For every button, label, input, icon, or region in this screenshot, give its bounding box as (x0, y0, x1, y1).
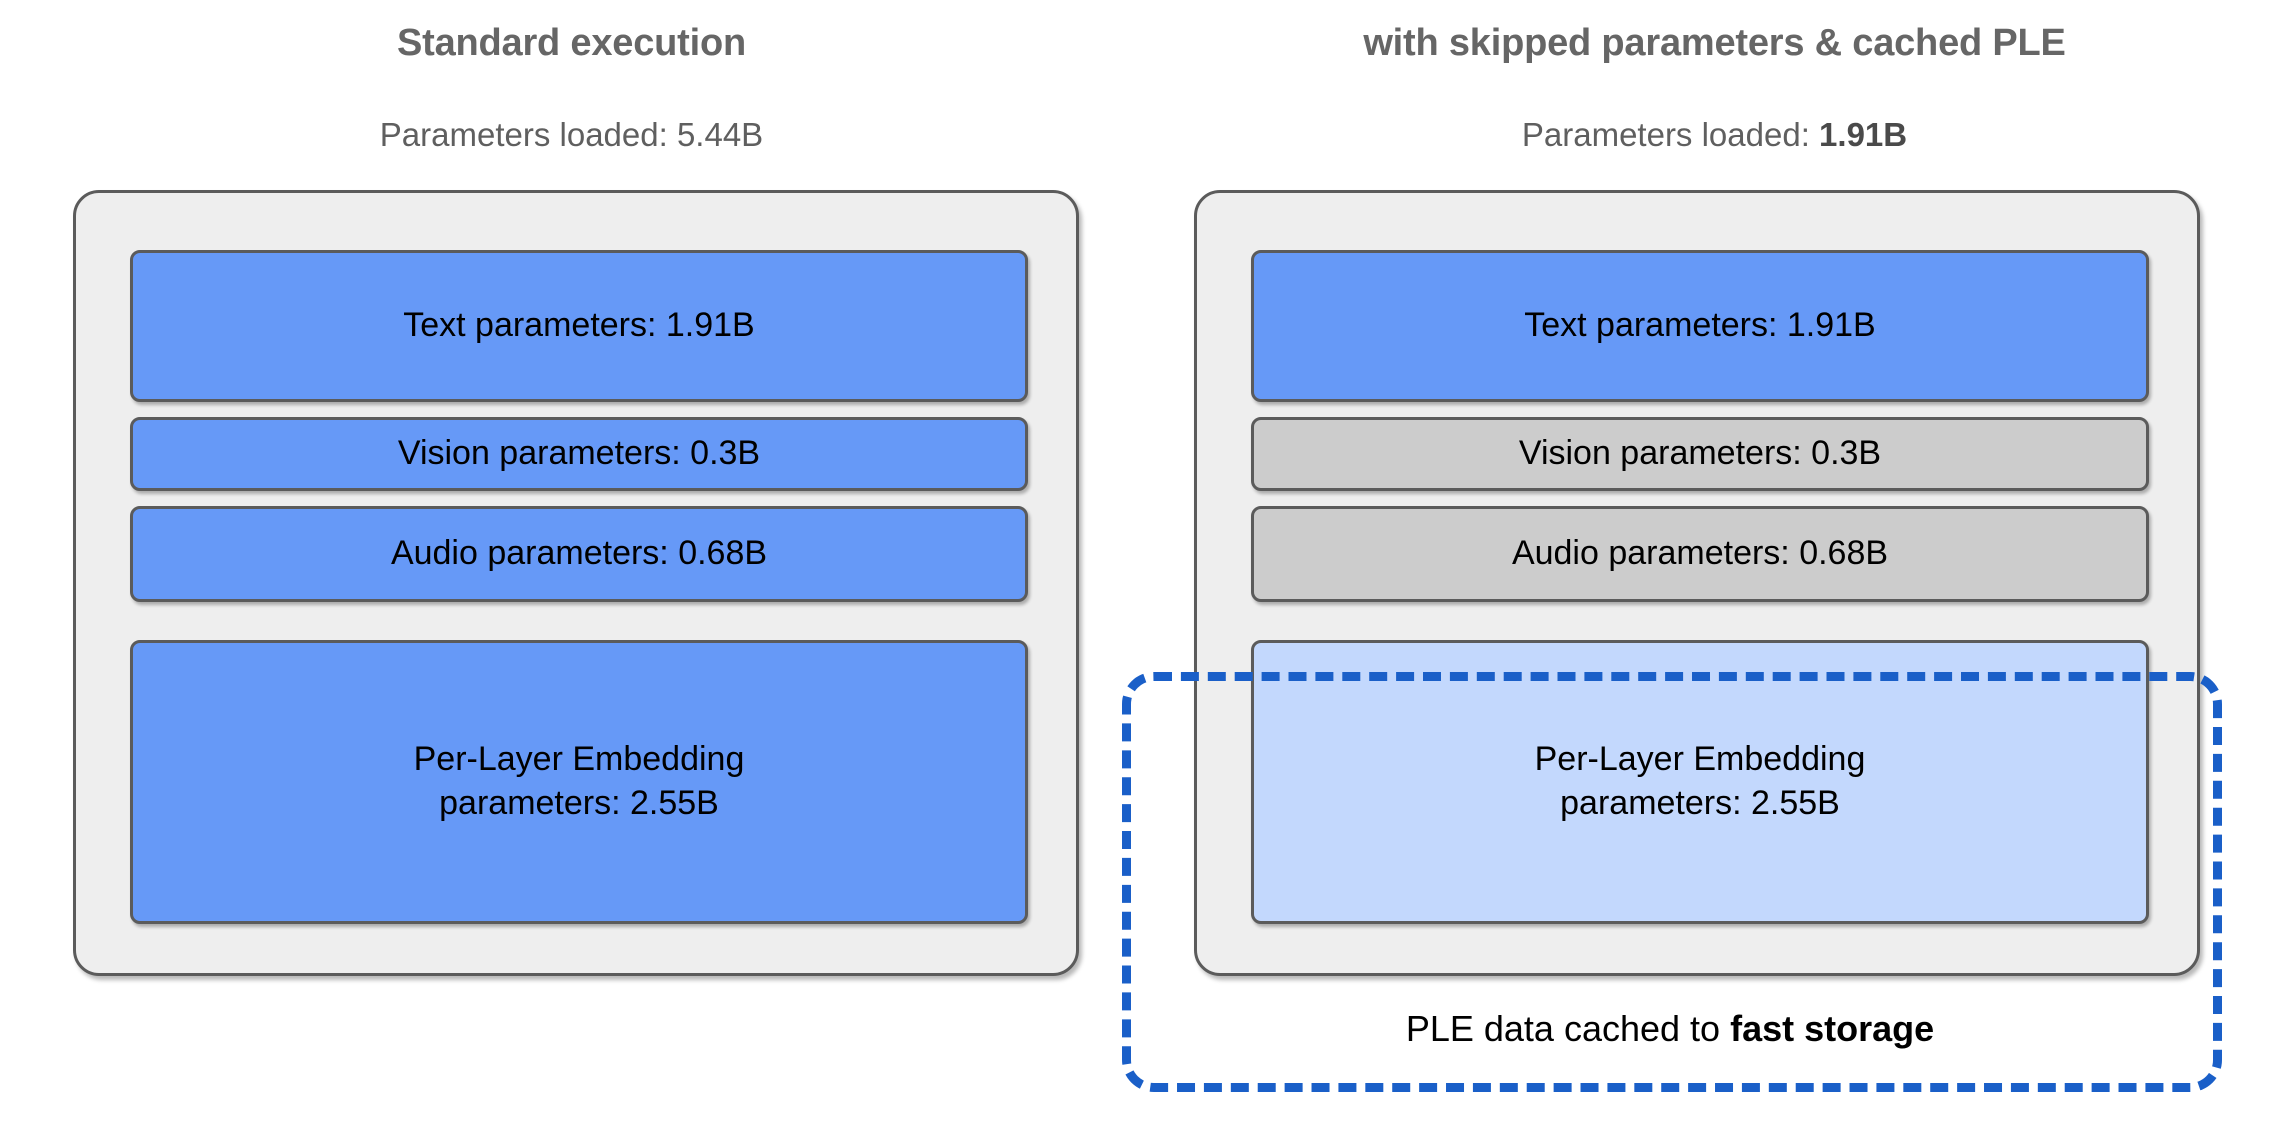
panel-standard-execution: Text parameters: 1.91B Vision parameters… (73, 190, 1079, 976)
block-ple-parameters-standard: Per-Layer Embedding parameters: 2.55B (130, 640, 1028, 924)
block-audio-parameters-standard: Audio parameters: 0.68B (130, 506, 1028, 602)
panel-optimized-execution: Text parameters: 1.91B Vision parameters… (1194, 190, 2200, 976)
block-label-ple-optimized-line1: Per-Layer Embedding (1534, 740, 1866, 779)
cached-storage-caption: PLE data cached to fast storage (1180, 1008, 2160, 1050)
subtitle-value-standard: 5.44B (676, 116, 764, 153)
block-label-ple-standard-line2: parameters: 2.55B (439, 784, 719, 822)
column-optimized-execution: with skipped parameters & cached PLE Par… (1143, 0, 2286, 1134)
block-text-parameters-optimized: Text parameters: 1.91B (1251, 250, 2149, 402)
block-vision-parameters-optimized: Vision parameters: 0.3B (1251, 417, 2149, 491)
block-label-ple-optimized: Per-Layer Embedding parameters: 2.55B (1523, 738, 1878, 825)
block-text-parameters-standard: Text parameters: 1.91B (130, 250, 1028, 402)
block-label-ple-optimized-line2: parameters: 2.55B (1560, 784, 1840, 822)
cached-storage-caption-strong: fast storage (1730, 1008, 1935, 1049)
column-subtitle-standard: Parameters loaded: 5.44B (0, 116, 1143, 154)
column-subtitle-optimized: Parameters loaded: 1.91B (1143, 116, 2286, 154)
block-label-text-standard: Text parameters: 1.91B (403, 306, 755, 345)
block-label-ple-standard: Per-Layer Embedding parameters: 2.55B (402, 738, 757, 825)
block-label-vision-standard: Vision parameters: 0.3B (397, 434, 761, 473)
block-label-audio-optimized: Audio parameters: 0.68B (1511, 534, 1889, 573)
subtitle-label-optimized: Parameters loaded: (1521, 116, 1820, 153)
subtitle-label-standard: Parameters loaded: (379, 116, 677, 153)
block-label-audio-standard: Audio parameters: 0.68B (390, 534, 768, 573)
block-ple-parameters-optimized: Per-Layer Embedding parameters: 2.55B (1251, 640, 2149, 924)
column-standard-execution: Standard execution Parameters loaded: 5.… (0, 22, 1143, 976)
block-label-vision-optimized: Vision parameters: 0.3B (1518, 434, 1882, 473)
block-label-text-optimized: Text parameters: 1.91B (1524, 306, 1876, 345)
cached-storage-caption-prefix: PLE data cached to (1405, 1008, 1731, 1049)
column-title-optimized: with skipped parameters & cached PLE (1363, 22, 2066, 64)
column-title-standard: Standard execution (396, 22, 747, 64)
block-label-ple-standard-line1: Per-Layer Embedding (413, 740, 745, 779)
subtitle-value-optimized: 1.91B (1819, 116, 1908, 153)
block-audio-parameters-optimized: Audio parameters: 0.68B (1251, 506, 2149, 602)
block-vision-parameters-standard: Vision parameters: 0.3B (130, 417, 1028, 491)
